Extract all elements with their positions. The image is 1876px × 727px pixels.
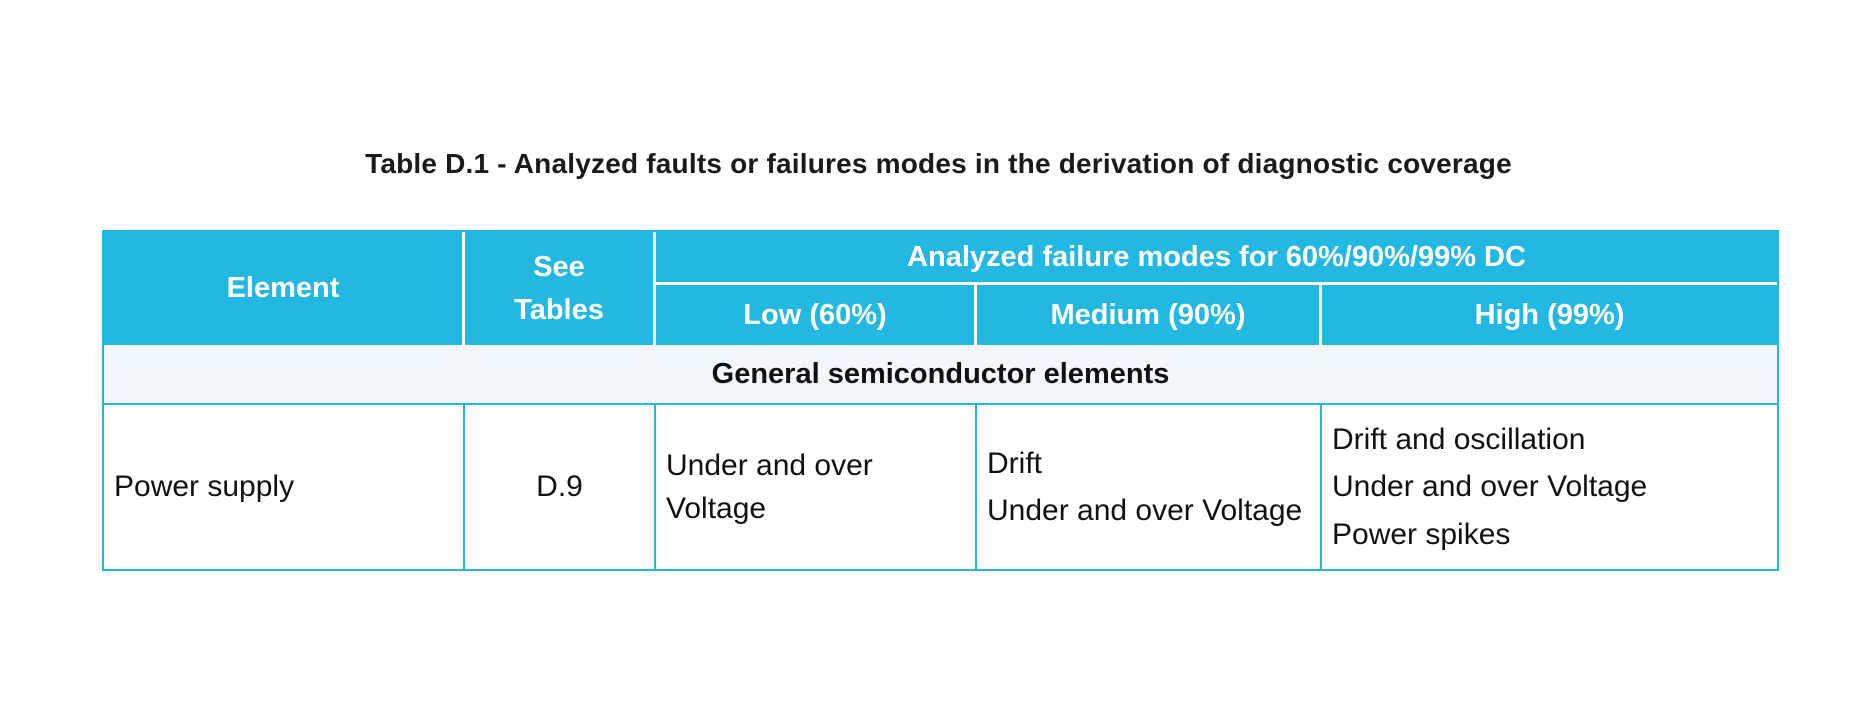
section-header-row: General semiconductor elements [104,345,1777,405]
cell-low-failure-modes: Under and over Voltage [656,405,977,569]
column-header-analyzed-failure-modes: Analyzed failure modes for 60%/90%/99% D… [656,232,1777,286]
header-row-1: Element See Tables Analyzed failure mode… [104,232,1777,345]
cell-element: Power supply [104,405,465,569]
failure-mode-line: Drift [987,446,1042,480]
column-header-see-tables: See Tables [465,232,656,345]
column-header-low: Low (60%) [656,285,977,345]
header-row-2: Low (60%) Medium (90%) High (99%) [104,285,1777,345]
table-header: Element See Tables Analyzed failure mode… [104,232,1777,345]
failure-mode-line: Drift and oscillation [1332,422,1586,456]
failure-mode-line: Under and over Voltage [666,448,873,526]
table-row: Power supply D.9 Under and over Voltage … [104,405,1777,569]
see-tables-label: See Tables [514,251,604,326]
table-title: Table D.1 - Analyzed faults or failures … [365,148,1512,179]
column-header-high: High (99%) [1322,285,1777,345]
column-header-medium: Medium (90%) [977,285,1322,345]
failure-mode-line: Under and over Voltage [1332,470,1648,504]
section-header-general-semiconductor: General semiconductor elements [104,345,1777,405]
cell-see-tables: D.9 [465,405,656,569]
failure-mode-line: Under and over Voltage [987,494,1303,527]
failure-mode-line: Power spikes [1332,517,1511,551]
table-body: General semiconductor elements Power sup… [104,345,1777,569]
failure-modes-table: Element See Tables Analyzed failure mode… [102,230,1779,571]
column-header-element: Element [104,232,465,345]
